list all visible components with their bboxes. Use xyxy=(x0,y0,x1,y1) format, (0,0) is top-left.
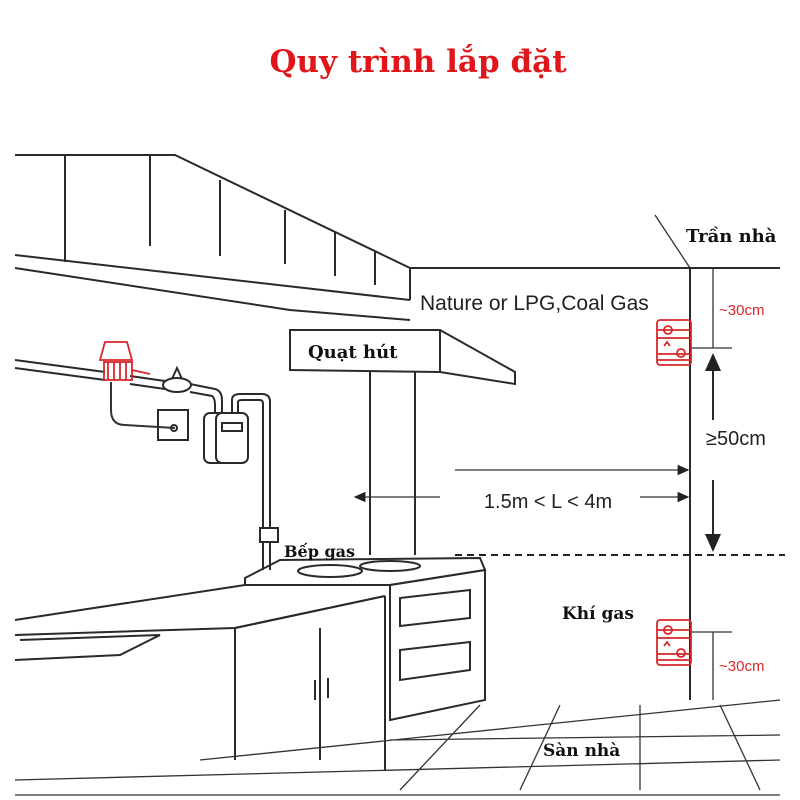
range-hood xyxy=(289,329,516,555)
stove-label: Bếp gas xyxy=(284,542,355,561)
page-title: Quy trình lắp đặt xyxy=(269,43,567,80)
gas-detector-label: Khí gas xyxy=(562,604,634,624)
gas-type-label: Nature or LPG,Coal Gas xyxy=(420,292,649,315)
ceiling-pointer xyxy=(654,214,691,269)
middle-distance-label: ≥50cm xyxy=(706,428,766,450)
gas-pipe-system xyxy=(14,341,279,570)
solenoid-valve-icon xyxy=(98,341,151,381)
wall-socket-icon xyxy=(157,409,189,441)
floor-grid xyxy=(14,699,781,796)
floor-label: Sàn nhà xyxy=(543,741,620,761)
gas-detector-icon-bottom xyxy=(656,619,692,666)
horizontal-distance-label: 1.5m < L < 4m xyxy=(484,491,612,513)
upper-cabinets xyxy=(14,154,411,321)
hood-label: Quạt hút xyxy=(308,342,398,363)
ceiling-label: Trần nhà xyxy=(686,225,777,247)
top-distance-label: ~30cm xyxy=(719,302,764,319)
bottom-distance-label: ~30cm xyxy=(719,658,764,675)
regulator-icon xyxy=(162,377,192,393)
gas-detector-icon-top xyxy=(656,319,692,366)
gas-stove xyxy=(244,556,487,586)
